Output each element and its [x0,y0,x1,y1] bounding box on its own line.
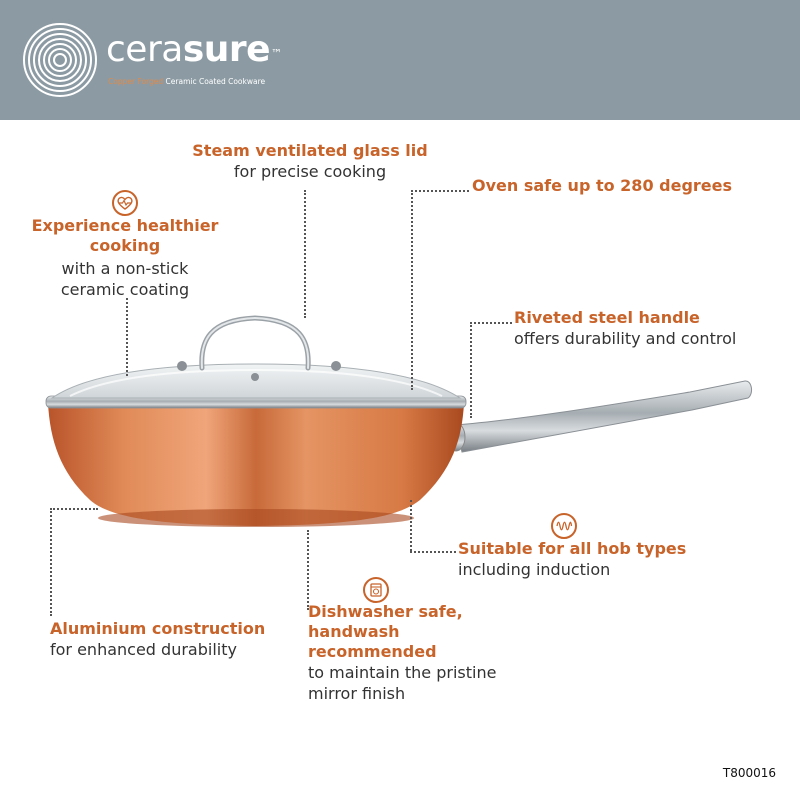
feature-healthy-desc-2: ceramic coating [60,280,190,299]
tagline-accent: Copper Forged [108,77,164,86]
induction-coil-icon [551,513,577,539]
feature-healthy: Experience healthier cooking with a non-… [20,216,230,300]
feature-handle-title: Riveted steel handle [514,308,700,327]
feature-dishwasher-desc-1: to maintain the pristine [308,663,497,682]
brand-header: cerasure™ Copper Forged Ceramic Coated C… [0,0,800,120]
feature-dishwasher-title-3: recommended [308,642,437,661]
leader-line-oven-v [411,190,413,390]
feature-healthy-title-2: cooking [89,236,161,255]
pan-body [48,403,464,526]
feature-hob-desc: including induction [458,560,611,579]
leader-line-aluminium-h [50,508,98,510]
feature-aluminium: Aluminium construction for enhanced dura… [50,619,265,660]
feature-aluminium-title: Aluminium construction [50,619,266,638]
feature-lid-title: Steam ventilated glass lid [192,141,428,160]
concentric-rings-logo-icon [23,23,97,97]
brand-name-part1: cera [106,29,183,70]
leader-line-dishwasher [307,530,309,610]
feature-oven-title: Oven safe up to 280 degrees [472,176,733,195]
feature-dishwasher-title-1: Dishwasher safe, [308,602,463,621]
brand-tagline: Copper Forged Ceramic Coated Cookware [108,77,265,86]
leader-line-hob-v [410,500,412,551]
feature-oven: Oven safe up to 280 degrees [472,176,732,196]
feature-hob-title: Suitable for all hob types [458,539,687,558]
leader-line-oven-h [411,190,469,192]
feature-dishwasher-desc-2: mirror finish [308,684,406,703]
dishwasher-icon [363,577,389,603]
leader-line-aluminium-v [50,508,52,616]
leader-line-hob-h [410,551,456,553]
feature-dishwasher: Dishwasher safe, handwash recommended to… [308,602,496,704]
feature-handle-desc: offers durability and control [514,329,737,348]
heart-pulse-icon [112,190,138,216]
feature-hob: Suitable for all hob types including ind… [458,539,686,580]
leader-line-handle-h [470,322,512,324]
feature-healthy-desc-1: with a non-stick [61,259,189,278]
leader-line-lid [304,190,306,318]
lid-handle [199,315,311,371]
feature-lid-desc: for precise cooking [233,162,387,181]
feature-healthy-title-1: Experience healthier [31,216,219,235]
handle-shape [454,380,753,453]
trademark: ™ [271,47,282,60]
tagline-rest: Ceramic Coated Cookware [163,77,266,86]
leader-line-handle-v [470,322,472,418]
product-code: T800016 [722,766,776,780]
brand-name-part2: sure [182,29,271,70]
feature-handle: Riveted steel handle offers durability a… [514,308,736,349]
feature-aluminium-desc: for enhanced durability [50,640,237,659]
leader-line-healthy [126,298,128,376]
feature-dishwasher-title-2: handwash [308,622,400,641]
glass-lid [50,363,462,399]
feature-lid: Steam ventilated glass lid for precise c… [160,141,460,182]
brand-name: cerasure™ [106,28,282,72]
